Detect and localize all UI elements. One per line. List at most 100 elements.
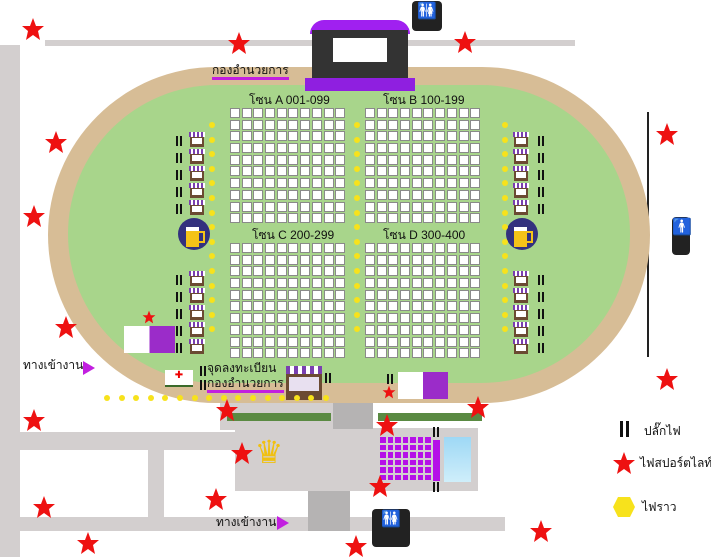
seat <box>253 201 264 212</box>
seat <box>230 143 240 154</box>
food-kiosk-icon <box>189 166 205 181</box>
food-kiosk-icon <box>513 132 529 147</box>
seat <box>288 324 299 335</box>
seat <box>311 119 322 130</box>
seat <box>388 119 399 130</box>
spotlight-icon <box>21 17 45 41</box>
seat <box>446 336 457 347</box>
seat <box>388 189 399 200</box>
seat <box>300 313 311 324</box>
seat <box>423 154 434 165</box>
purple-seating <box>380 437 431 480</box>
spotlight-icon <box>344 534 368 557</box>
legend-string-light-icon <box>613 497 635 517</box>
seat <box>435 178 446 189</box>
seat <box>300 166 311 177</box>
seat <box>323 201 334 212</box>
seat <box>311 213 322 224</box>
seat <box>288 143 299 154</box>
power-plug-icon <box>176 343 182 353</box>
seat <box>446 289 457 300</box>
seat <box>446 131 457 142</box>
seat <box>241 178 252 189</box>
seat <box>265 143 276 154</box>
seat <box>388 213 399 224</box>
seat <box>276 154 287 165</box>
purple-seat <box>402 467 408 473</box>
seat <box>376 178 387 189</box>
seat <box>288 213 299 224</box>
string-light-icon <box>209 311 215 318</box>
seat <box>335 313 346 324</box>
seat <box>230 266 240 277</box>
seat <box>411 201 422 212</box>
seat <box>335 243 346 253</box>
string-light-icon <box>502 122 508 128</box>
seat <box>376 166 387 177</box>
seat <box>311 254 322 265</box>
string-light-icon <box>502 253 508 260</box>
string-light-icon <box>354 238 360 245</box>
power-plug-icon <box>176 170 182 180</box>
spotlight-icon <box>529 519 553 543</box>
power-plug-icon <box>538 343 544 353</box>
seat <box>458 131 469 142</box>
purple-seat <box>387 467 393 473</box>
seat <box>253 301 264 312</box>
seat <box>388 324 399 335</box>
seat <box>311 336 322 347</box>
purple-seat <box>417 459 423 465</box>
seat <box>400 336 411 347</box>
seat <box>300 243 311 253</box>
seat <box>470 324 481 335</box>
seat <box>365 131 375 142</box>
seat <box>365 301 375 312</box>
seat <box>400 289 411 300</box>
zone-b-label: โซน B 100-199 <box>383 93 465 107</box>
seat <box>288 313 299 324</box>
seat <box>470 254 481 265</box>
seat <box>276 324 287 335</box>
seat <box>435 166 446 177</box>
seat <box>411 131 422 142</box>
seat <box>365 313 375 324</box>
seat <box>288 189 299 200</box>
road-left <box>0 45 20 557</box>
seat <box>265 243 276 253</box>
seat <box>470 266 481 277</box>
power-plug-icon <box>176 153 182 163</box>
seat <box>400 278 411 289</box>
purple-seat <box>387 444 393 450</box>
string-light-icon <box>354 311 360 318</box>
seat <box>435 154 446 165</box>
seat <box>365 108 375 118</box>
food-kiosk-icon <box>189 288 205 303</box>
power-plug-icon <box>200 366 206 376</box>
seat <box>388 178 399 189</box>
purple-seat <box>410 467 416 473</box>
seat <box>335 189 346 200</box>
photo-booth-icon <box>124 326 175 353</box>
seat <box>300 119 311 130</box>
seat <box>335 254 346 265</box>
seat <box>376 243 387 253</box>
seat <box>323 313 334 324</box>
seat <box>253 348 264 359</box>
seat <box>300 108 311 118</box>
seat <box>230 119 240 130</box>
seat <box>288 166 299 177</box>
seat <box>265 108 276 118</box>
seat <box>365 324 375 335</box>
seat <box>365 266 375 277</box>
seat <box>411 143 422 154</box>
seat <box>335 201 346 212</box>
string-light-icon <box>502 209 508 216</box>
string-light-icon <box>354 209 360 216</box>
seat <box>323 348 334 359</box>
seat <box>241 108 252 118</box>
seat <box>376 301 387 312</box>
seat <box>276 213 287 224</box>
spotlight-icon <box>382 385 396 399</box>
power-plug-icon <box>200 380 206 390</box>
